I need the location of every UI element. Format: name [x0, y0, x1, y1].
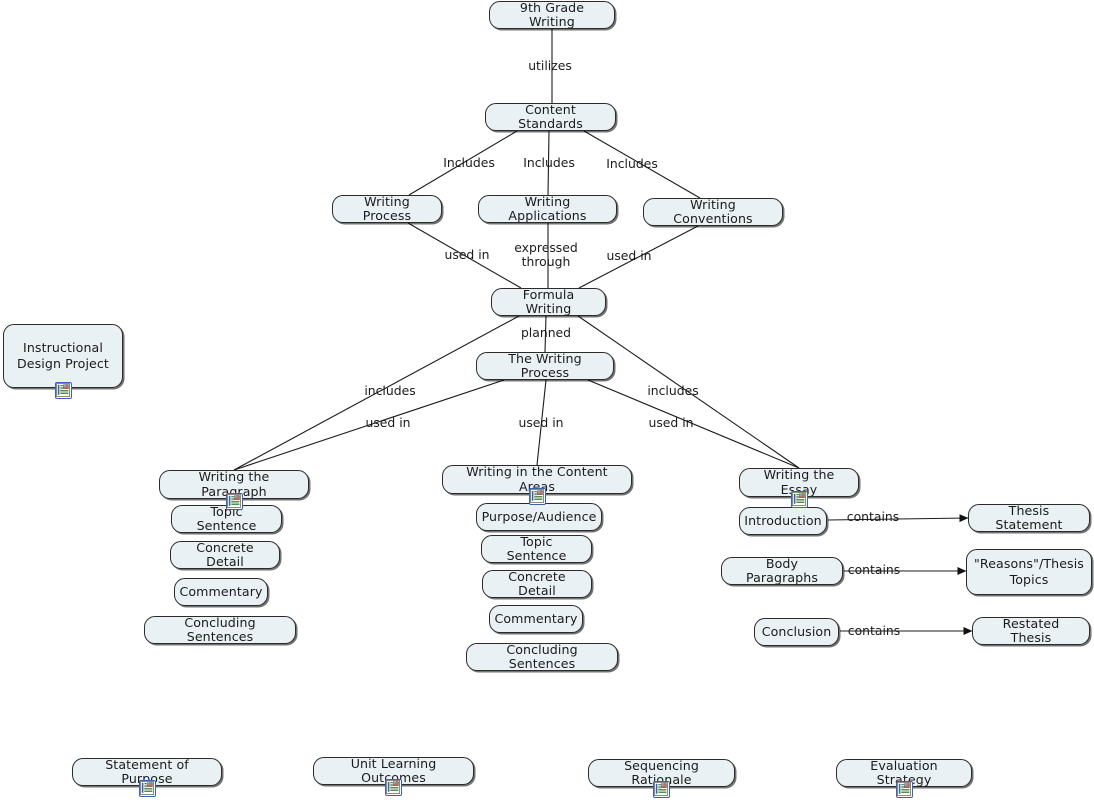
- e-includes-writing-conventions-label: Includes: [606, 156, 658, 172]
- e-used-in-essay-label: used in: [648, 415, 694, 431]
- n-commentary-content[interactable]: Commentary: [489, 605, 583, 633]
- e-utilizes-label: utilizes: [528, 58, 572, 74]
- e-used-in-paragraph: [233, 379, 505, 471]
- resource-document-icon[interactable]: [54, 382, 72, 399]
- n-instructional-design-project[interactable]: Instructional Design Project: [3, 324, 123, 388]
- e-conclusion-contains-restated-label: contains: [847, 623, 901, 639]
- e-includes-essay-label: includes: [647, 383, 699, 399]
- n-writing-process[interactable]: Writing Process: [332, 194, 442, 223]
- n-introduction[interactable]: Introduction: [739, 507, 827, 535]
- e-used-in-process: [407, 222, 522, 289]
- resource-document-icon[interactable]: [652, 781, 670, 798]
- e-includes-writing-conventions: [583, 130, 701, 199]
- n-commentary-para[interactable]: Commentary: [174, 578, 268, 606]
- n-writing-conventions[interactable]: Writing Conventions: [643, 197, 783, 226]
- e-planned-label: planned: [520, 325, 572, 341]
- n-9th-grade-writing[interactable]: 9th Grade Writing: [489, 0, 615, 29]
- e-used-in-content-areas-label: used in: [518, 415, 564, 431]
- resource-document-icon[interactable]: [790, 491, 808, 508]
- e-used-in-essay: [587, 379, 800, 469]
- e-body-contains-reasons-label: contains: [847, 562, 901, 578]
- e-includes-essay: [577, 315, 800, 469]
- n-thesis-statement[interactable]: Thesis Statement: [968, 503, 1090, 532]
- n-topic-sentence-content[interactable]: Topic Sentence: [481, 534, 592, 563]
- n-purpose-audience[interactable]: Purpose/Audience: [476, 503, 602, 531]
- n-topic-sentence-para[interactable]: Topic Sentence: [171, 504, 282, 533]
- n-the-writing-process[interactable]: The Writing Process: [476, 351, 614, 380]
- resource-document-icon[interactable]: [384, 779, 402, 796]
- n-sequencing-rationale[interactable]: Sequencing Rationale: [588, 758, 735, 787]
- n-concluding-sentences-para[interactable]: Concluding Sentences: [144, 615, 296, 644]
- n-restated-thesis[interactable]: Restated Thesis: [972, 616, 1090, 645]
- e-includes-paragraph: [233, 315, 520, 471]
- e-includes-writing-process: [408, 130, 518, 196]
- n-concrete-detail-content[interactable]: Concrete Detail: [482, 569, 592, 598]
- n-body-paragraphs[interactable]: Body Paragraphs: [721, 556, 843, 585]
- n-reasons-thesis-topics[interactable]: "Reasons"/Thesis Topics: [966, 549, 1092, 595]
- e-used-in-paragraph-label: used in: [365, 415, 411, 431]
- e-expressed-through-label: expressed through: [514, 240, 578, 269]
- e-used-in-conventions-label: used in: [606, 248, 652, 264]
- e-includes-writing-process-label: Includes: [443, 155, 495, 171]
- resource-document-icon[interactable]: [225, 493, 243, 510]
- resource-document-icon[interactable]: [895, 781, 913, 798]
- n-writing-applications[interactable]: Writing Applications: [478, 194, 617, 223]
- e-intro-contains-thesis: [827, 514, 969, 523]
- n-conclusion[interactable]: Conclusion: [754, 618, 839, 646]
- e-planned: [544, 315, 547, 353]
- e-used-in-content-areas: [536, 379, 547, 466]
- e-intro-contains-thesis-label: contains: [846, 509, 900, 525]
- e-includes-writing-applications: [547, 130, 550, 196]
- e-includes-writing-applications-label: Includes: [523, 155, 575, 171]
- resource-document-icon[interactable]: [138, 780, 156, 797]
- resource-document-icon[interactable]: [528, 488, 546, 505]
- e-includes-paragraph-label: includes: [364, 383, 416, 399]
- e-used-in-process-label: used in: [444, 247, 490, 263]
- n-concrete-detail-para[interactable]: Concrete Detail: [170, 540, 280, 569]
- n-content-standards[interactable]: Content Standards: [485, 102, 616, 131]
- e-used-in-conventions: [578, 225, 699, 289]
- n-formula-writing[interactable]: Formula Writing: [491, 287, 606, 316]
- n-concluding-sentences-content[interactable]: Concluding Sentences: [466, 642, 618, 671]
